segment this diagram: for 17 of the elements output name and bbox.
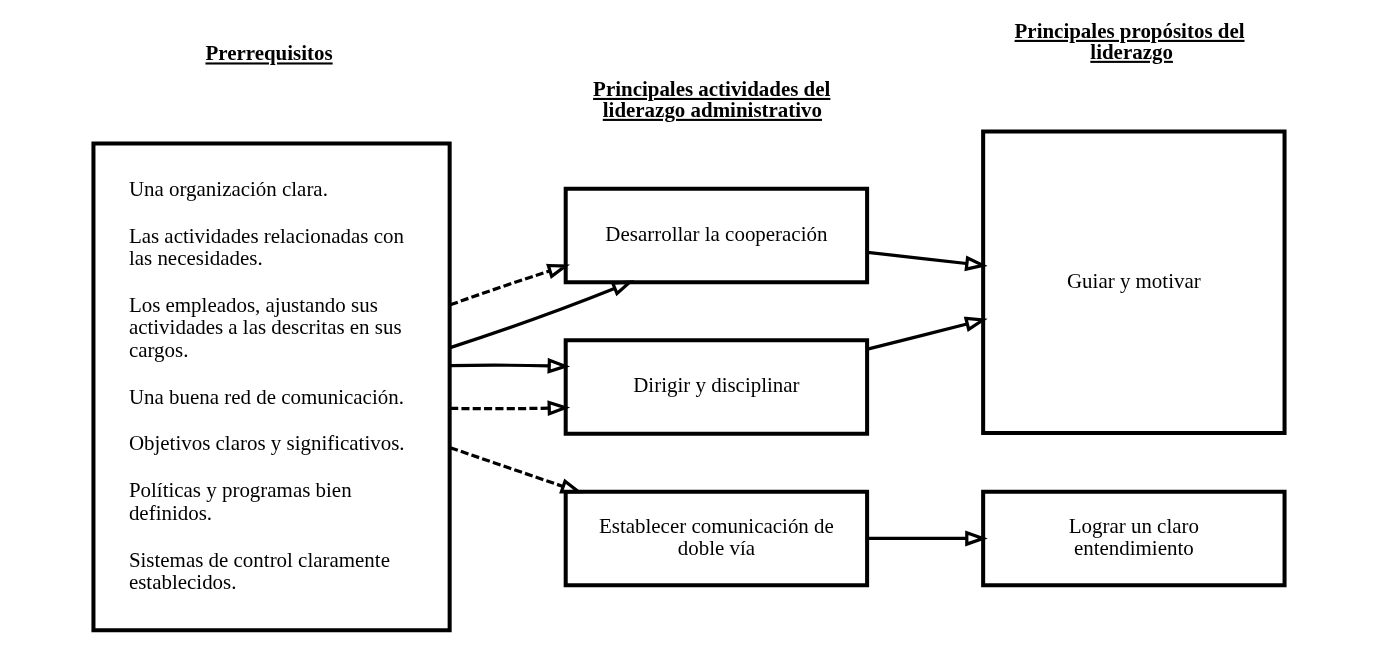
arrow — [450, 357, 571, 374]
arrow — [867, 250, 988, 272]
node-box: Establecer comunicación de doble vía — [563, 489, 870, 588]
arrow — [867, 530, 988, 547]
arrow — [449, 280, 635, 350]
node-box: Dirigir y disciplinar — [563, 338, 870, 436]
label: Principales actividades del liderazgo administrativo — [593, 76, 831, 122]
arrow — [449, 263, 570, 307]
node-box: Lograr un claro entendimiento — [981, 489, 1287, 588]
node-box: Desarrollar la cooperación — [563, 186, 870, 285]
arrow — [450, 400, 571, 417]
node-box: Guiar y motivar — [981, 129, 1287, 435]
node-box: Una organización clara. Las actividades relacionadas con las necesidades. Los empleados, ajustando sus actividades a las descritas en sus cargos. Una buena red de comunicación. Objetivos claros y significativos. Políticas y programas bien definidos. Sistemas de control claramente establecidos. — [91, 141, 452, 633]
arrow — [867, 316, 988, 351]
arrow — [449, 446, 584, 494]
label: Prerrequisitos — [205, 41, 333, 66]
label: Principales propósitos del liderazgo — [1014, 18, 1245, 64]
